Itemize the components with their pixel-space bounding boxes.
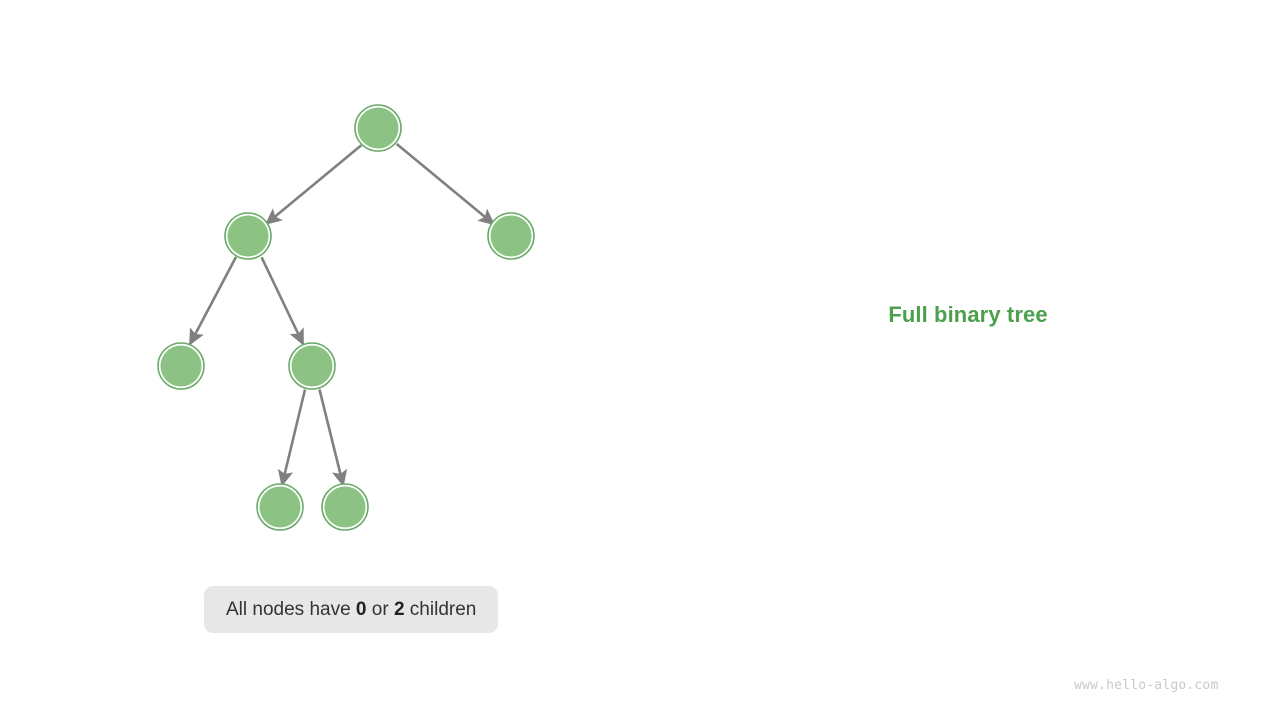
tree-node-level3-right[interactable]: [288, 342, 336, 390]
edge-root-to-left: [264, 144, 363, 226]
tree-node-root[interactable]: [354, 104, 402, 152]
edge-left-to-leftleaf: [188, 256, 238, 346]
edge-layer: [188, 142, 496, 487]
tree-node-level2-left[interactable]: [224, 212, 272, 260]
node-layer: [157, 104, 535, 531]
edge-mid-to-leftleaf: [277, 389, 307, 487]
edge-mid-to-rightleaf: [318, 389, 348, 487]
tree-node-level4-right[interactable]: [321, 483, 369, 531]
tree-node-level3-left[interactable]: [157, 342, 205, 390]
caption-middle: or: [366, 598, 394, 620]
watermark: www.hello-algo.com: [1074, 678, 1219, 693]
caption-badge: All nodes have 0 or 2 children: [204, 586, 499, 633]
caption-count-zero: 0: [355, 598, 367, 620]
diagram-title: Full binary tree: [888, 302, 1048, 327]
tree-node-level2-right[interactable]: [487, 212, 535, 260]
caption-suffix: children: [404, 598, 477, 620]
edge-left-to-rightchild: [260, 256, 305, 346]
caption-count-two: 2: [393, 598, 405, 620]
edge-root-to-right: [395, 142, 496, 226]
tree-node-level4-left[interactable]: [256, 483, 304, 531]
caption-prefix: All nodes have: [226, 598, 356, 620]
